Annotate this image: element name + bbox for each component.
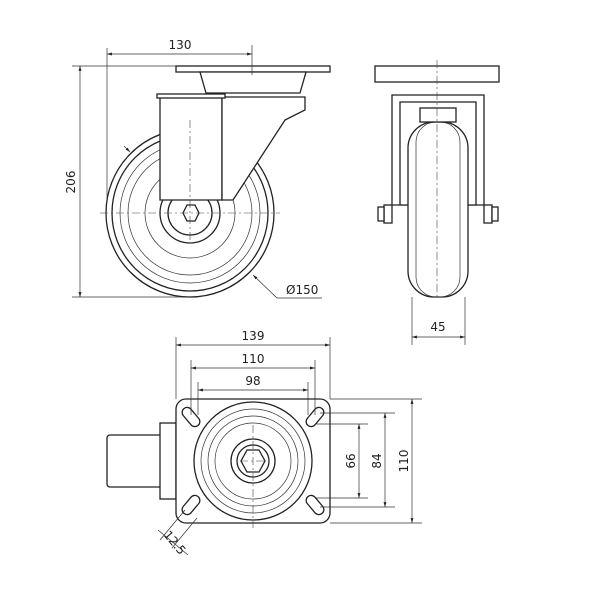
dim-slot-outer: 84 [370, 453, 384, 468]
dim-front-height: 206 [64, 171, 78, 194]
mounting-slots [181, 406, 325, 516]
dim-slot-width: 12.5 [161, 528, 189, 557]
dim-bolt-spacing-outer: 110 [242, 352, 265, 366]
dim-side-wheel-width: 45 [430, 320, 445, 334]
side-view: 45 [374, 60, 500, 345]
dim-slot-inner: 66 [344, 453, 358, 468]
dim-front-width: 130 [169, 38, 192, 52]
front-view: 130 206 Ø150 [64, 38, 331, 299]
bottom-view: 139 110 98 66 84 110 12.5 [106, 329, 422, 557]
dim-wheel-diameter: Ø150 [286, 283, 318, 297]
dim-bolt-spacing-inner: 98 [245, 374, 260, 388]
dim-plate-depth: 110 [397, 450, 411, 473]
dim-plate-width: 139 [242, 329, 265, 343]
